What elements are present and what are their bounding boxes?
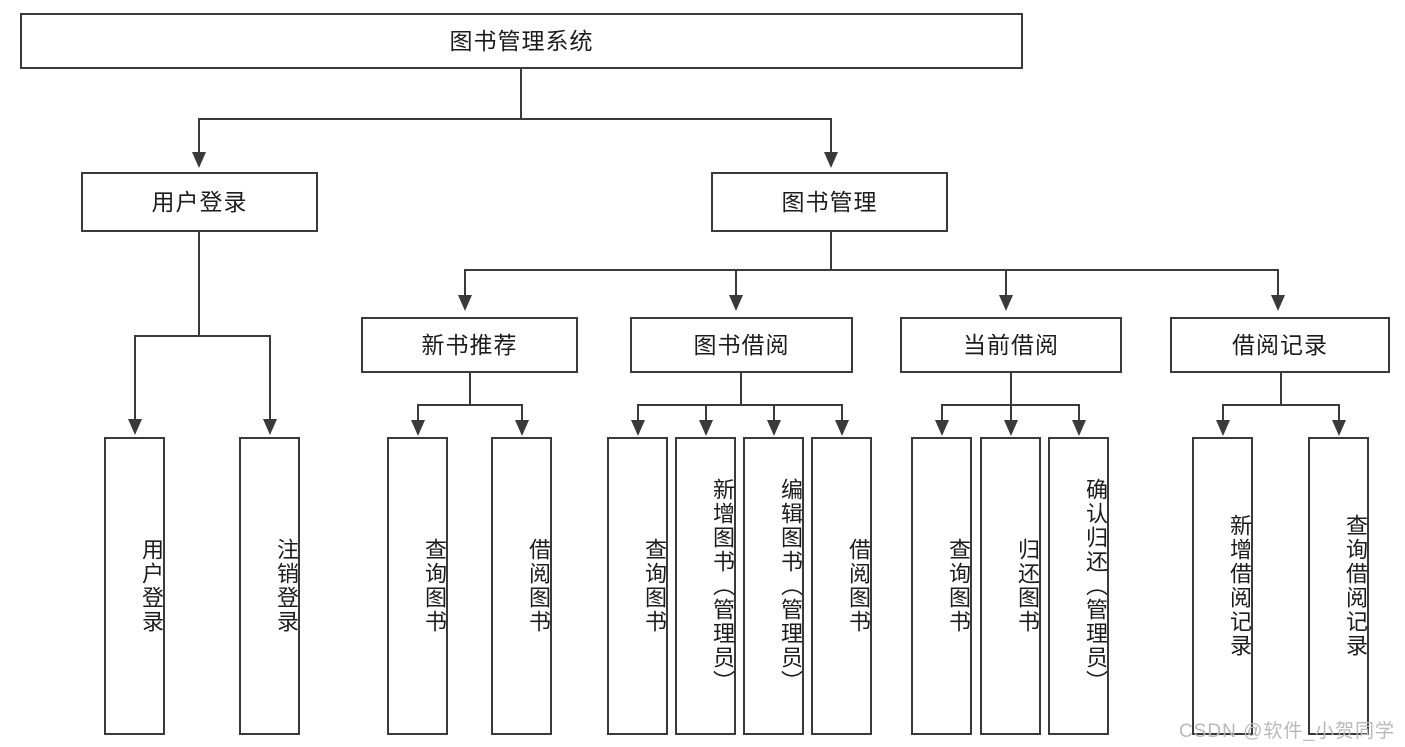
arrow-new-book-rec-child-0	[411, 420, 425, 436]
arrow-to-user-login	[192, 152, 206, 168]
leaf-logout-login[interactable]: 注销登录	[239, 437, 300, 735]
arrow-new-book-rec-child-1	[515, 420, 529, 436]
connector-book-borrow-stem	[740, 373, 742, 406]
arrow-book-borrow-child-2	[767, 420, 781, 436]
connector-current-borrow-child-2	[1078, 404, 1080, 422]
connector-borrow-record-bar	[1222, 404, 1339, 406]
leaf-return-book[interactable]: 归还图书	[980, 437, 1041, 735]
leaf-query-record[interactable]: 查询借阅记录	[1308, 437, 1369, 735]
connector-book-manage-stem	[830, 232, 832, 271]
connector-level3-bar	[464, 269, 1277, 271]
leaf-borrow-book-1[interactable]: 借阅图书	[491, 437, 552, 735]
leaf-user-login[interactable]: 用户登录	[104, 437, 165, 735]
node-new-book-rec[interactable]: 新书推荐	[361, 317, 578, 373]
arrow-to-current-borrow	[999, 295, 1013, 311]
node-book-borrow[interactable]: 图书借阅	[630, 317, 853, 373]
connector-new-book-rec-child-1	[521, 404, 523, 422]
connector-borrow-record-child-1	[1338, 404, 1340, 422]
node-book-manage[interactable]: 图书管理	[711, 172, 948, 232]
leaf-query-book-3[interactable]: 查询图书	[911, 437, 972, 735]
leaf-add-record[interactable]: 新增借阅记录	[1192, 437, 1253, 735]
connector-to-borrow-record	[1277, 269, 1279, 297]
arrow-book-borrow-child-1	[699, 420, 713, 436]
connector-book-borrow-child-0	[637, 404, 639, 422]
connector-to-book-borrow	[735, 269, 737, 297]
watermark-text: CSDN @软件_小贺同学	[1179, 721, 1395, 742]
arrow-to-book-manage	[824, 152, 838, 168]
arrow-book-borrow-child-0	[631, 420, 645, 436]
arrow-current-borrow-child-2	[1072, 420, 1086, 436]
leaf-edit-book[interactable]: 编辑图书（管理员）	[743, 437, 804, 735]
connector-borrow-record-child-0	[1222, 404, 1224, 422]
connector-book-borrow-bar	[637, 404, 843, 406]
connector-user-login-stem	[198, 232, 200, 336]
connector-borrow-record-stem	[1280, 373, 1282, 406]
connector-user-login-child-0	[134, 335, 136, 421]
leaf-query-book-1[interactable]: 查询图书	[387, 437, 448, 735]
arrow-to-new-book-rec	[458, 295, 472, 311]
connector-current-borrow-stem	[1010, 373, 1012, 406]
node-root[interactable]: 图书管理系统	[20, 13, 1023, 69]
connector-user-login-bar	[134, 335, 270, 337]
connector-to-current-borrow	[1005, 269, 1007, 297]
connector-book-borrow-child-3	[841, 404, 843, 422]
connector-to-book-manage	[830, 118, 832, 154]
connector-root-stem	[520, 69, 522, 119]
leaf-add-book[interactable]: 新增图书（管理员）	[675, 437, 736, 735]
arrow-current-borrow-child-1	[1004, 420, 1018, 436]
connector-book-borrow-child-2	[773, 404, 775, 422]
leaf-query-book-2[interactable]: 查询图书	[607, 437, 668, 735]
connector-to-new-book-rec	[464, 269, 466, 297]
connector-new-book-rec-bar	[417, 404, 522, 406]
arrow-borrow-record-child-0	[1216, 420, 1230, 436]
node-user-login[interactable]: 用户登录	[81, 172, 318, 232]
node-current-borrow[interactable]: 当前借阅	[900, 317, 1122, 373]
arrow-book-borrow-child-3	[835, 420, 849, 436]
node-borrow-record[interactable]: 借阅记录	[1170, 317, 1390, 373]
connector-book-borrow-child-1	[705, 404, 707, 422]
leaf-borrow-book-2[interactable]: 借阅图书	[811, 437, 872, 735]
arrow-borrow-record-child-1	[1332, 420, 1346, 436]
arrow-user-login-child-0	[128, 419, 142, 435]
arrow-to-book-borrow	[729, 295, 743, 311]
connector-new-book-rec-stem	[469, 373, 471, 406]
connector-user-login-child-1	[269, 335, 271, 421]
connector-current-borrow-child-1	[1010, 404, 1012, 422]
connector-current-borrow-child-0	[941, 404, 943, 422]
connector-new-book-rec-child-0	[417, 404, 419, 422]
arrow-current-borrow-child-0	[935, 420, 949, 436]
arrow-to-borrow-record	[1271, 295, 1285, 311]
leaf-confirm-return[interactable]: 确认归还（管理员）	[1048, 437, 1109, 735]
arrow-user-login-child-1	[263, 419, 277, 435]
connector-to-user-login	[198, 118, 200, 154]
connector-level2-bar	[198, 118, 832, 120]
